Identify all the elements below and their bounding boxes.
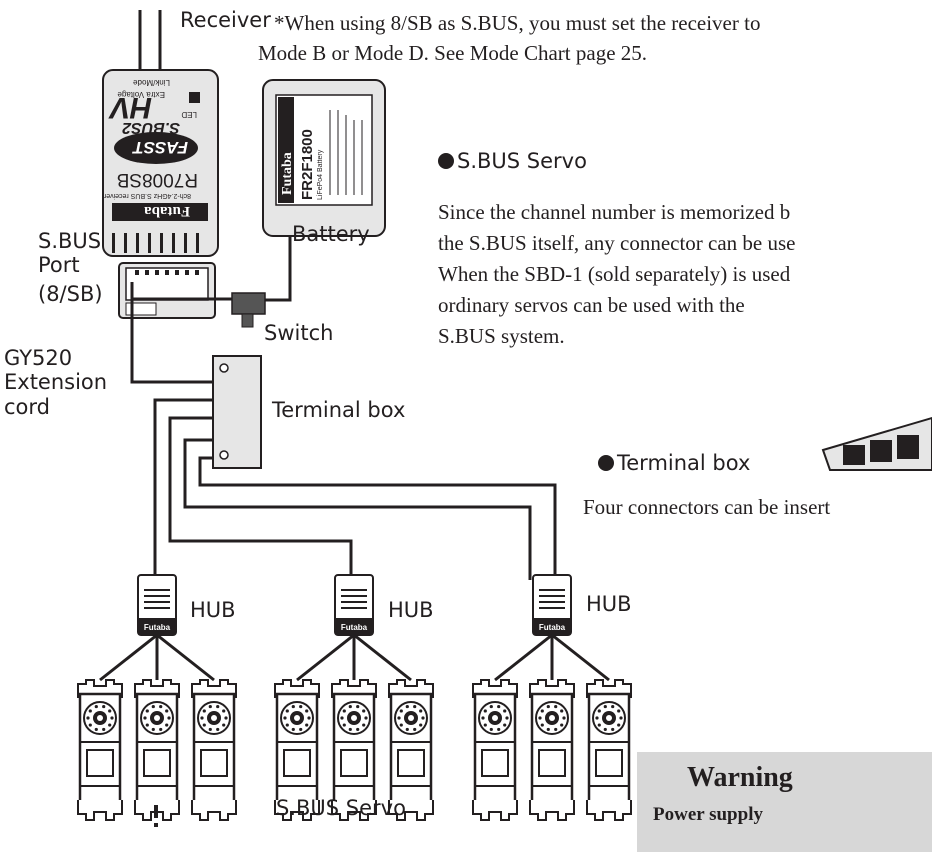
warning-title: Warning (649, 762, 793, 794)
servo-4-icon (274, 679, 320, 821)
servo-9-icon (586, 679, 632, 821)
extension-label-line-2: Extension (4, 370, 108, 394)
servo-3-icon (191, 679, 237, 821)
hub-3-label: HUB (586, 592, 632, 616)
note-line-1: *When using 8/SB as S.BUS, you must set … (274, 11, 761, 35)
battery-type-text: LiFePo4 Battery (317, 149, 324, 200)
battery-brand-text: Futaba (280, 152, 295, 195)
receiver-model-text: R7008SB (117, 169, 198, 190)
hub-1-label: HUB (190, 598, 236, 622)
servo-wires (99, 633, 610, 682)
terminal-box-photo-icon (821, 416, 932, 471)
continuation-mark (154, 805, 158, 827)
servo-2-icon (134, 679, 180, 821)
port-label-line-1: S.BUS (38, 229, 102, 253)
port-label-line-2: Port (38, 253, 80, 277)
terminal-box-text: Four connectors can be insert (583, 495, 831, 519)
receiver-led-text: LED (181, 110, 197, 119)
servo-8-icon (529, 679, 575, 821)
hub-2-label: HUB (388, 598, 434, 622)
servo-group (77, 679, 632, 821)
servo-5-icon (331, 679, 377, 821)
terminal-box-heading: Terminal box (598, 451, 750, 475)
note-line-2: Mode B or Mode D. See Mode Chart page 25… (258, 41, 648, 65)
hub-2-icon: Futaba (334, 574, 374, 636)
hub-1-icon: Futaba (137, 574, 177, 636)
terminal-box-heading-text: Terminal box (617, 451, 751, 475)
warning-box: Warning Power supply (637, 752, 932, 852)
sbus-servo-label: S.BUS Servo (276, 796, 406, 820)
sbus-servo-line-1: Since the channel number is memorized b (438, 200, 791, 224)
sbus-servo-line-5: S.BUS system. (438, 324, 565, 348)
receiver-sbus2-text: S.BUS2 (122, 119, 180, 136)
battery-icon: Futaba FR2F1800 LiFePo4 Battery (262, 79, 386, 237)
receiver-port-icon (118, 262, 216, 319)
sbus-servo-heading-text: S.BUS Servo (457, 149, 587, 173)
receiver-subtitle-text: 8ch-2.4GHz S.BUS receiver (103, 192, 191, 199)
extension-label-line-1: GY520 (4, 346, 73, 370)
wires (130, 230, 557, 580)
battery-label: Battery (292, 222, 370, 246)
sbus-servo-heading: S.BUS Servo (438, 149, 587, 173)
receiver-linkmode-text: Link/Mode (133, 78, 170, 87)
receiver-label: Receiver (180, 8, 271, 32)
sbus-servo-line-3: When the SBD-1 (sold separately) is used (438, 262, 791, 286)
hub-3-icon: Futaba (532, 574, 572, 636)
servo-1-icon (77, 679, 123, 821)
battery-model-text: FR2F1800 (299, 129, 316, 200)
receiver-hv-text: HV (107, 91, 152, 124)
receiver-fasst-text: FASST (132, 138, 188, 157)
servo-7-icon (472, 679, 518, 821)
sbus-servo-line-4: ordinary servos can be used with the (438, 293, 745, 317)
bullet-icon (598, 455, 614, 471)
hub-2-brand-text: Futaba (341, 623, 368, 632)
hub-1-brand-text: Futaba (144, 623, 171, 632)
receiver-brand-text: Futaba (144, 203, 190, 219)
receiver-antenna-icon (138, 10, 162, 72)
warning-subtitle: Power supply (653, 804, 763, 825)
bullet-icon (438, 153, 454, 169)
port-label-line-3: (8/SB) (38, 282, 103, 306)
terminal-box-label: Terminal box (272, 398, 406, 422)
receiver-extravoltage-text: Extra Voltage (117, 90, 165, 99)
warning-title-text: Warning (687, 762, 793, 793)
hub-3-brand-text: Futaba (539, 623, 566, 632)
switch-icon (231, 292, 266, 328)
terminal-box-icon (212, 355, 262, 469)
sbus-servo-line-2: the S.BUS itself, any connector can be u… (438, 231, 796, 255)
servo-6-icon (388, 679, 434, 821)
extension-label-line-3: cord (4, 395, 50, 419)
switch-label: Switch (264, 321, 334, 345)
receiver-icon: HV Link/Mode Extra Voltage LED S.BUS2 FA… (102, 69, 219, 257)
